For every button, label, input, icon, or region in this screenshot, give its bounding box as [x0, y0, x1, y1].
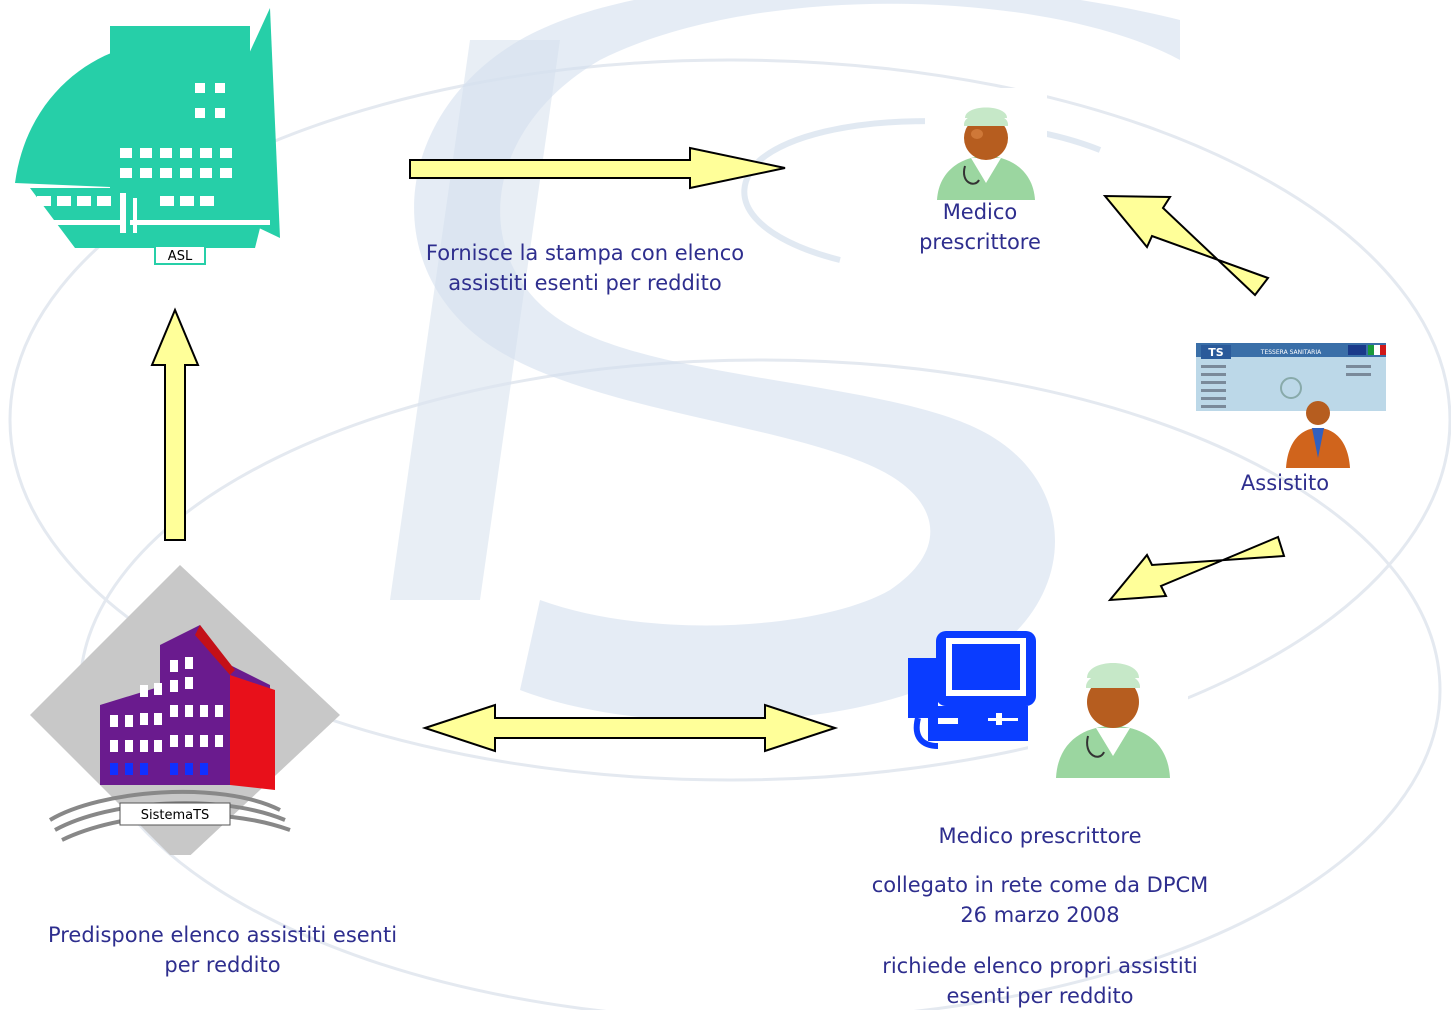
label-medico-top-line1: Medico	[942, 200, 1018, 224]
health-card-icon: TS TESSERA SANITARIA	[1196, 343, 1386, 468]
label-collegato-line1: collegato in rete come da DPCM	[871, 873, 1209, 897]
label-assistito: Assistito	[1205, 468, 1365, 498]
arrow-assistito-to-medico-top	[1102, 194, 1270, 297]
card-logo-text: TS	[1208, 346, 1224, 359]
arrow-assistito-to-medico-bottom	[1107, 535, 1286, 602]
sistema-ts-logo-text: SistemaTS	[141, 808, 210, 823]
doctor-icon	[925, 88, 1047, 200]
label-medico-bottom-richiede: richiede elenco propri assistiti esenti …	[820, 951, 1260, 1011]
asl-logo-icon: ASL	[15, 8, 280, 265]
arrow-sistemats-medico-bidirectional	[421, 703, 839, 753]
label-collegato-line2: 26 marzo 2008	[960, 903, 1120, 927]
sistema-ts-logo-icon: SistemaTS	[30, 565, 340, 855]
label-medico-top-line2: prescrittore	[919, 230, 1041, 254]
arrow-sistemats-to-asl	[150, 307, 200, 541]
label-predispone: Predispone elenco assistiti esenti per r…	[0, 920, 445, 980]
arrow-asl-to-medico	[409, 146, 786, 190]
card-title-text: TESSERA SANITARIA	[1260, 349, 1322, 356]
label-medico-bottom-title-text: Medico prescrittore	[938, 824, 1142, 848]
label-medico-bottom-collegato: collegato in rete come da DPCM 26 marzo …	[820, 870, 1260, 930]
label-fornisce-line1: Fornisce la stampa con elenco	[425, 241, 745, 265]
label-fornisce: Fornisce la stampa con elenco assistiti …	[360, 238, 810, 298]
label-richiede-line1: richiede elenco propri assistiti	[882, 954, 1198, 978]
label-fornisce-line2: assistiti esenti per reddito	[448, 271, 722, 295]
computer-doctor-icon	[908, 631, 1188, 778]
label-medico-bottom-title: Medico prescrittore	[890, 821, 1190, 851]
label-predispone-line1: Predispone elenco assistiti esenti	[47, 923, 398, 947]
label-medico-top: Medico prescrittore	[880, 197, 1080, 257]
label-assistito-text: Assistito	[1240, 471, 1330, 495]
asl-logo-text: ASL	[168, 249, 193, 264]
label-richiede-line2: esenti per reddito	[946, 984, 1134, 1008]
label-predispone-line2: per reddito	[164, 953, 281, 977]
